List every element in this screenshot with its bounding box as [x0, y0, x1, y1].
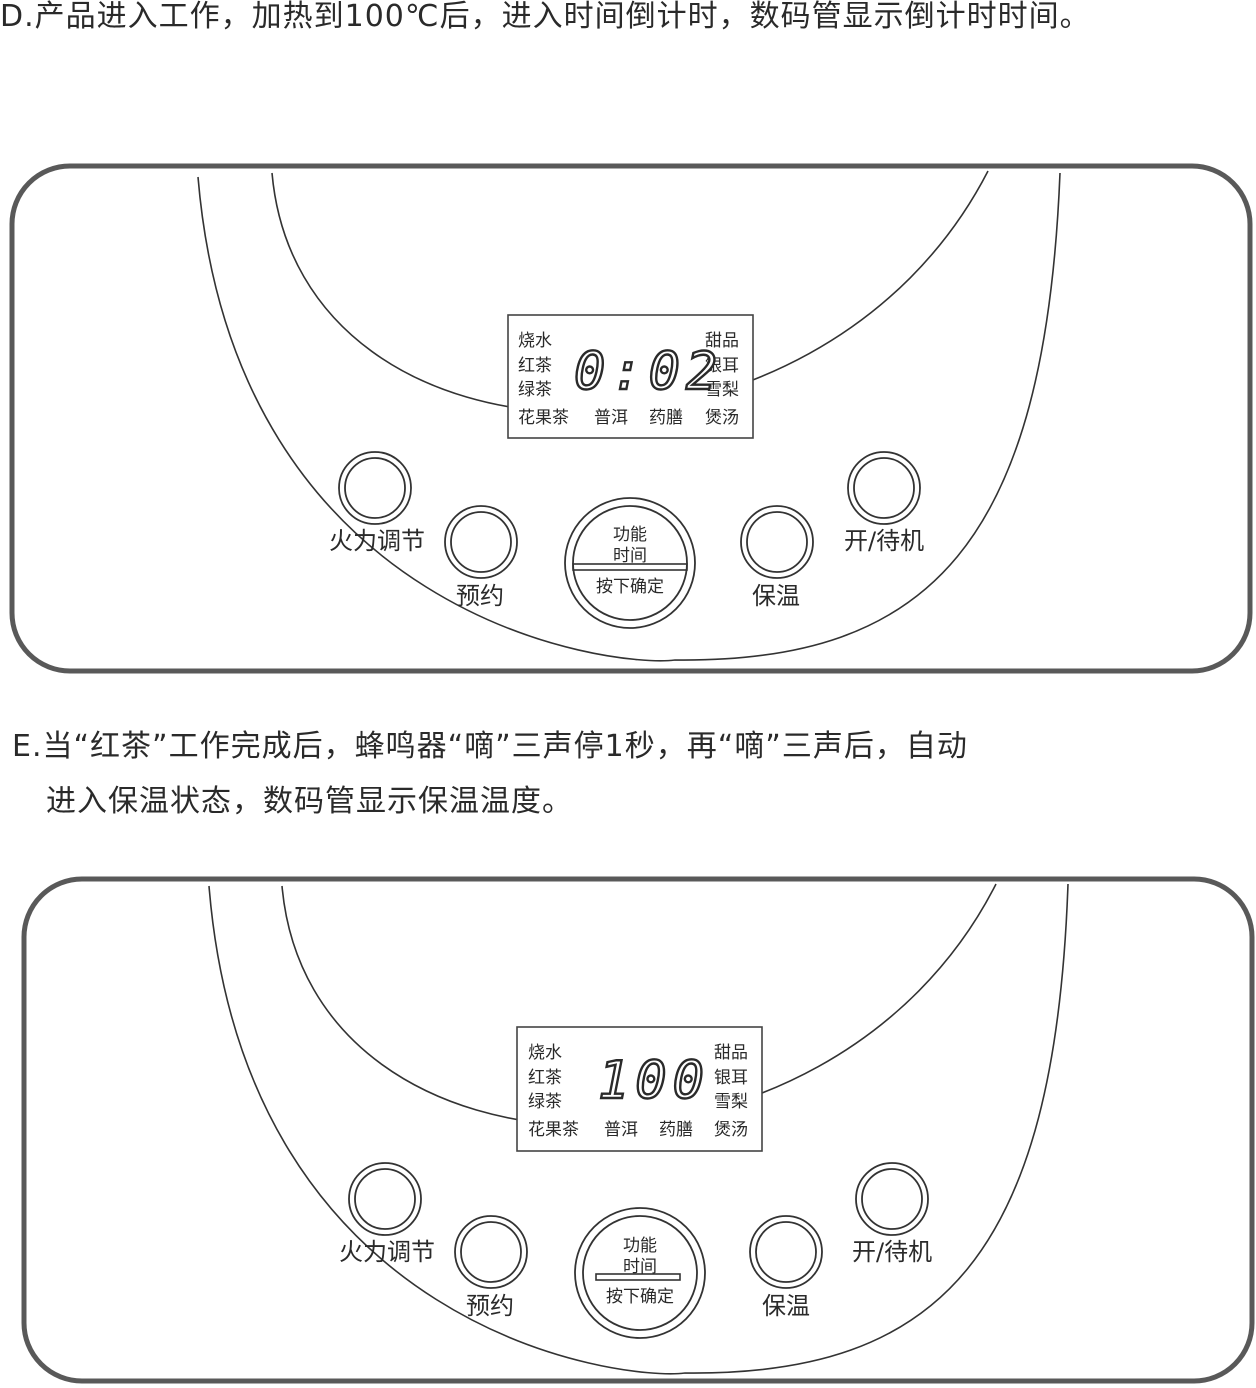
lcd-display — [516, 1026, 763, 1152]
keep-warm-button[interactable] — [749, 1215, 823, 1289]
power-button[interactable] — [855, 1162, 929, 1236]
segment-display-readout: 100 — [598, 1051, 710, 1111]
lcd-label-puer: 普洱 — [594, 408, 628, 428]
lcd-label-green-tea: 绿茶 — [528, 1092, 562, 1112]
lcd-label-boil-water: 烧水 — [528, 1043, 562, 1063]
function-time-knob[interactable] — [574, 1207, 706, 1339]
lcd-label-flower-tea: 花果茶 — [528, 1120, 579, 1140]
lcd-label-tremella: 银耳 — [714, 1068, 748, 1088]
lcd-label-snow-pear: 雪梨 — [705, 380, 739, 400]
knob-label-time: 时间 — [623, 1257, 657, 1277]
heat-adjust-label: 火力调节 — [339, 1238, 435, 1266]
reserve-button[interactable] — [444, 505, 518, 579]
knob-label-confirm: 按下确定 — [596, 577, 664, 597]
heat-adjust-button[interactable] — [338, 451, 412, 525]
lcd-label-soup: 煲汤 — [705, 408, 739, 428]
step-d-text: D.产品进入工作，加热到100℃后，进入时间倒计时，数码管显示倒计时时间。 — [0, 0, 1091, 34]
lcd-label-black-tea: 红茶 — [518, 356, 552, 376]
lcd-label-soup: 煲汤 — [714, 1120, 748, 1140]
heat-adjust-label: 火力调节 — [329, 527, 425, 555]
lcd-label-puer: 普洱 — [604, 1120, 638, 1140]
lcd-label-dessert: 甜品 — [705, 331, 739, 351]
lcd-label-herbal: 药膳 — [649, 408, 683, 428]
reserve-label: 预约 — [456, 582, 504, 610]
knob-label-function: 功能 — [623, 1236, 657, 1256]
power-label: 开/待机 — [852, 1238, 932, 1266]
heat-adjust-button[interactable] — [348, 1162, 422, 1236]
lcd-label-dessert: 甜品 — [714, 1043, 748, 1063]
lcd-label-flower-tea: 花果茶 — [518, 408, 569, 428]
keep-warm-button[interactable] — [740, 505, 814, 579]
knob-label-time: 时间 — [613, 546, 647, 566]
lcd-label-tremella: 银耳 — [705, 356, 739, 376]
power-button[interactable] — [847, 451, 921, 525]
knob-label-confirm: 按下确定 — [606, 1287, 674, 1307]
keep-warm-label: 保温 — [752, 582, 800, 610]
control-panel-countdown: 烧水 红茶 绿茶 甜品 银耳 雪梨 花果茶 普洱 药膳 煲汤 0:02 火力调节… — [9, 163, 1253, 674]
knob-label-function: 功能 — [613, 525, 647, 545]
outer-bowl-curve — [208, 883, 1069, 1375]
function-time-knob[interactable] — [564, 497, 696, 629]
lcd-label-boil-water: 烧水 — [518, 331, 552, 351]
lcd-label-snow-pear: 雪梨 — [714, 1092, 748, 1112]
reserve-label: 预约 — [466, 1292, 514, 1320]
control-panel-keep-warm: 烧水 红茶 绿茶 甜品 银耳 雪梨 花果茶 普洱 药膳 煲汤 100 火力调节 … — [21, 876, 1255, 1384]
lcd-display — [507, 314, 754, 439]
keep-warm-label: 保温 — [762, 1292, 810, 1320]
lcd-label-green-tea: 绿茶 — [518, 380, 552, 400]
lcd-label-herbal: 药膳 — [659, 1120, 693, 1140]
lcd-label-black-tea: 红茶 — [528, 1068, 562, 1088]
reserve-button[interactable] — [454, 1215, 528, 1289]
segment-display-readout: 0:02 — [574, 342, 723, 402]
outer-bowl-curve — [197, 172, 1061, 662]
step-e-text-line1: E.当“红茶”工作完成后，蜂鸣器“嘀”三声停1秒，再“嘀”三声后，自动 — [12, 729, 968, 764]
power-label: 开/待机 — [844, 527, 924, 555]
step-e-text-line2: 进入保温状态，数码管显示保温温度。 — [46, 784, 573, 819]
